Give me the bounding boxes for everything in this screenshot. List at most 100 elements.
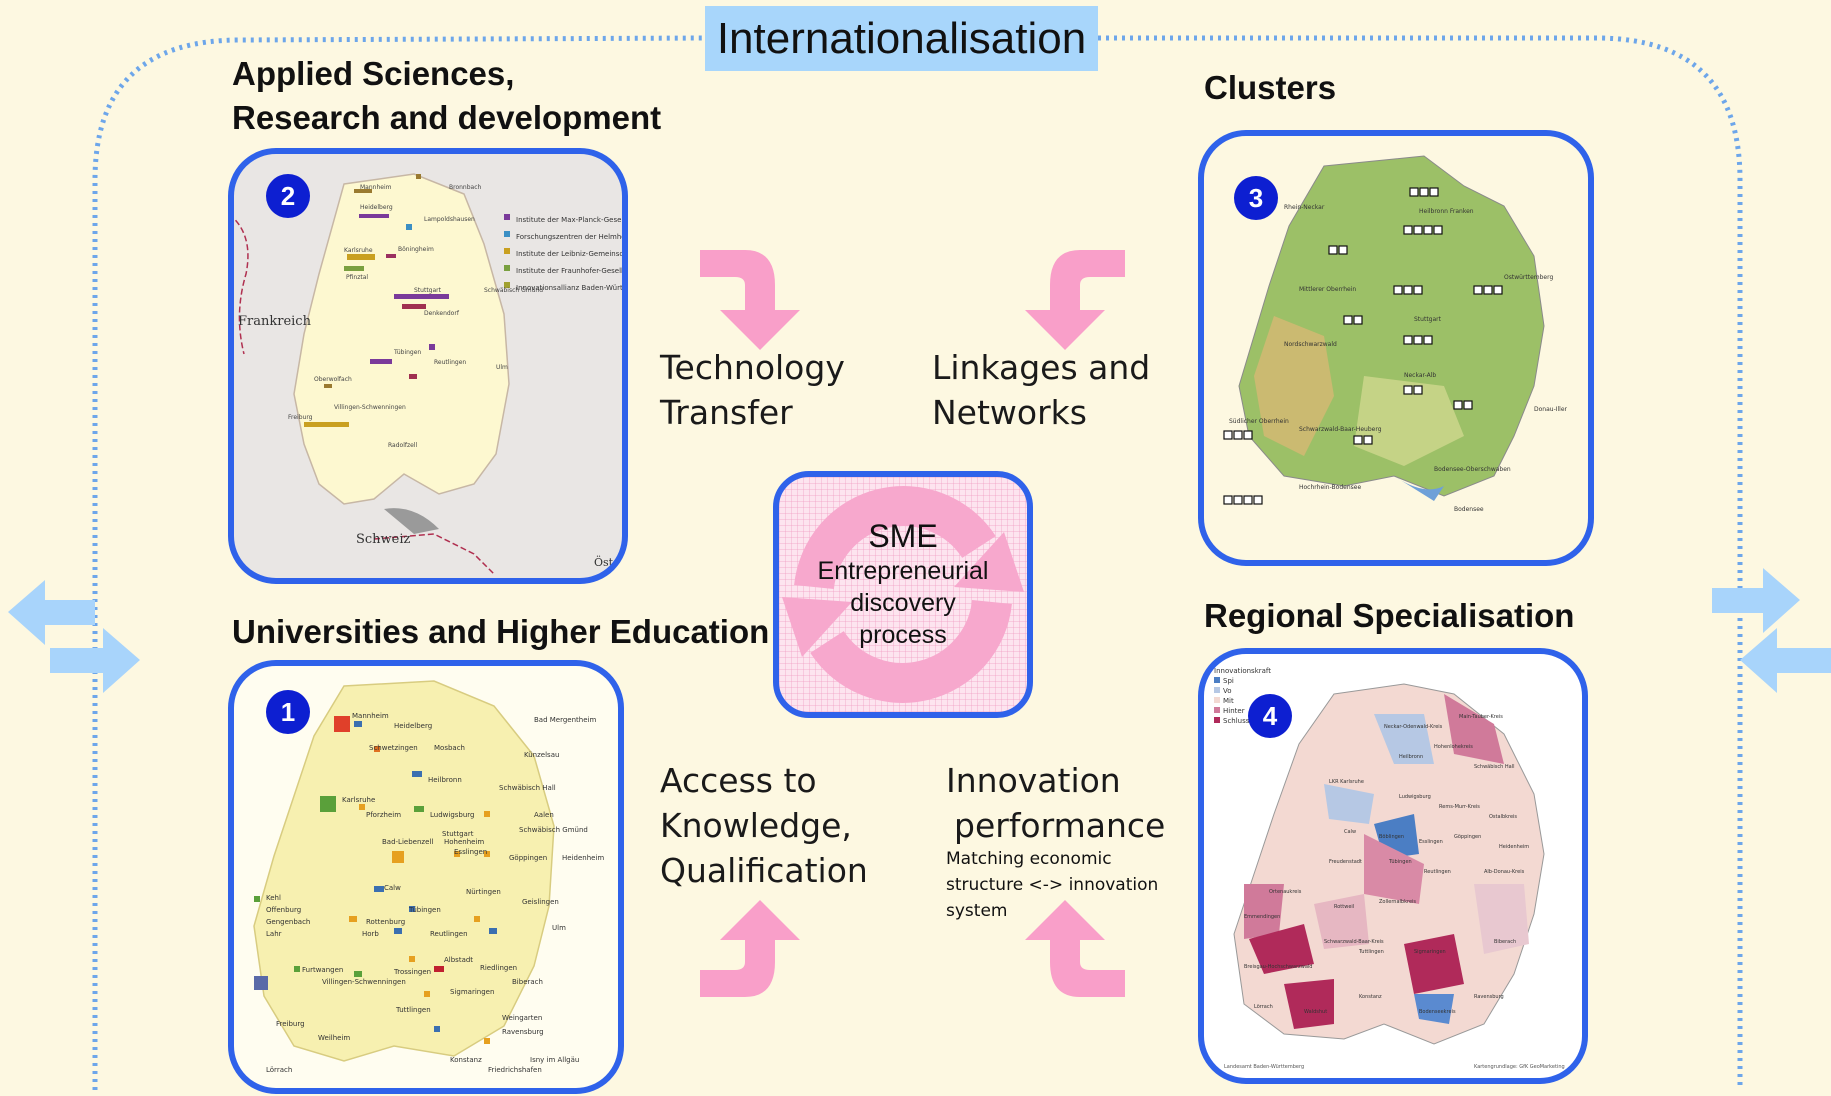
place-label: Lampoldshausen [424, 216, 475, 223]
place-label: Ulm [496, 364, 508, 371]
place-label: Offenburg [266, 906, 302, 914]
legend-item: Spi [1214, 676, 1274, 686]
place-label: Bodensee-Oberschwaben [1434, 466, 1511, 473]
place-label: Riedlingen [480, 964, 518, 972]
place-label: Horb [362, 930, 379, 938]
research-legend [504, 214, 510, 288]
place-label: Oberwolfach [314, 376, 352, 383]
place-label: Göppingen [1454, 834, 1482, 840]
innovation-note-line1: Matching economic [946, 849, 1112, 869]
place-label: Main-Tauber-Kreis [1459, 714, 1503, 720]
research-map: Institute der Max-Planck-Gesells Forschu… [228, 148, 628, 584]
universities-heading: Universities and Higher Education [232, 613, 770, 650]
place-label: Tübingen [1389, 859, 1412, 865]
place-label: Hohenlohekreis [1434, 744, 1473, 750]
sme-process-box: SME Entrepreneurial discovery process [773, 471, 1033, 718]
place-label: Schwarzwald-Baar-Heuberg [1299, 426, 1382, 433]
research-heading-line2: Research and development [232, 99, 662, 136]
sme-title: SME [868, 518, 938, 554]
place-label: Ravensburg [1474, 994, 1504, 1000]
legend-item: Mit [1214, 696, 1274, 706]
innovation-arrow [1025, 900, 1125, 997]
left-side-arrows [8, 580, 140, 693]
sme-line3: process [859, 621, 947, 649]
schweiz-label: Schweiz [356, 532, 411, 547]
access-line1: Access to [660, 761, 817, 800]
place-label: Isny im Allgäu [530, 1056, 580, 1064]
place-label: Radolfzell [388, 442, 418, 449]
place-label: Ulm [552, 924, 566, 932]
sme-line2: discovery [850, 589, 956, 617]
place-label: Gengenbach [266, 918, 311, 926]
place-label: Ludwigsburg [430, 811, 475, 819]
place-label: Schwäbisch Gmünd [484, 287, 544, 294]
sme-text: SME Entrepreneurial discovery process [779, 517, 1027, 651]
place-label: Geislingen [522, 898, 559, 906]
place-label: Ostalbkreis [1489, 814, 1518, 820]
innovation-line2: performance [954, 806, 1166, 845]
legend-item-label: Hinter [1223, 707, 1245, 715]
regional-footer-left: Landesamt Baden-Württemberg [1224, 1064, 1305, 1070]
place-label: Lahr [266, 930, 282, 938]
place-label: Nordschwarzwald [1284, 341, 1337, 348]
place-label: Heilbronn [428, 776, 462, 784]
technology-transfer-arrow [700, 250, 800, 350]
place-label: Lörrach [266, 1066, 293, 1074]
legend-item: Hinter [1214, 706, 1274, 716]
place-label: Neckar-Odenwald-Kreis [1384, 724, 1443, 730]
regional-footer-right: Kartengrundlage: GfK GeoMarketing [1474, 1064, 1565, 1070]
place-label: Mannheim [352, 712, 389, 720]
place-label: Esslingen [454, 848, 488, 856]
legend-item: Institute der Fraunhofer-Gesells [516, 267, 627, 275]
place-label: Heilbronn Franken [1419, 208, 1474, 215]
sme-line1: Entrepreneurial [817, 557, 989, 585]
place-label: Stuttgart [442, 830, 474, 838]
legend-title: Innovationskraft [1214, 667, 1272, 675]
place-label: Mannheim [360, 184, 392, 191]
place-label: Rems-Murr-Kreis [1439, 804, 1480, 810]
linkages-line1: Linkages and [932, 348, 1151, 387]
place-label: Schwetzingen [369, 744, 418, 752]
access-line2: Knowledge, [660, 806, 852, 845]
clusters-number-badge: 3 [1234, 176, 1278, 220]
place-label: Aalen [534, 811, 554, 819]
frankreich-label: Frankreich [238, 314, 311, 329]
legend-item-label: Vo [1223, 687, 1232, 695]
research-heading-line1: Applied Sciences, [232, 55, 515, 92]
clusters-map: Rhein-Neckar Heilbronn Franken Ostwürtte… [1198, 130, 1594, 566]
place-label: Breisgau-Hochschwarzwald [1244, 964, 1313, 970]
place-label: Biberach [1494, 939, 1517, 945]
place-label: Konstanz [1359, 994, 1382, 1000]
innovation-label: Innovation performance [946, 758, 1165, 848]
place-label: Pfinztal [346, 274, 369, 281]
universities-place-labels: Mannheim Heidelberg Bad Mergentheim Schw… [234, 666, 618, 1088]
place-label: Furtwangen [302, 966, 344, 974]
place-label: Trossingen [394, 968, 432, 976]
innovation-note-line3: system [946, 901, 1008, 921]
place-label: Künzelsau [524, 751, 560, 759]
place-label: Heidenheim [562, 854, 605, 862]
access-label: Access to Knowledge, Qualification [660, 758, 868, 893]
universities-map: Mannheim Heidelberg Bad Mergentheim Schw… [228, 660, 624, 1094]
place-label: Nürtingen [466, 888, 501, 896]
legend-item: Institute der Leibniz-Gemeinsch [516, 250, 628, 258]
place-label: Schwarzwald-Baar-Kreis [1324, 939, 1384, 945]
place-label: Ravensburg [502, 1028, 544, 1036]
regional-map: Innovationskraft Spi Vo Mit Hinter Schlu… [1198, 648, 1588, 1084]
place-label: Villingen-Schwenningen [322, 978, 406, 986]
linkages-label: Linkages and Networks [932, 345, 1150, 435]
regional-heading: Regional Specialisation [1204, 597, 1575, 634]
place-label: Sigmaringen [450, 988, 495, 996]
place-label: Bodensee [1454, 506, 1484, 513]
place-label: Schwäbisch Gmünd [519, 826, 588, 834]
place-label: Biberach [512, 978, 543, 986]
place-label: Heidenheim [1499, 844, 1530, 850]
regional-number-badge: 4 [1248, 694, 1292, 738]
place-label: Bad-Liebenzell [382, 838, 434, 846]
cycle-arrows-icon [782, 486, 1024, 703]
place-label: Neckar-Alb [1404, 372, 1437, 379]
place-label: Mittlerer Oberrhein [1299, 286, 1357, 293]
innovation-line1: Innovation [946, 761, 1121, 800]
access-arrow [700, 900, 800, 997]
place-label: Waldshut [1304, 1009, 1328, 1015]
